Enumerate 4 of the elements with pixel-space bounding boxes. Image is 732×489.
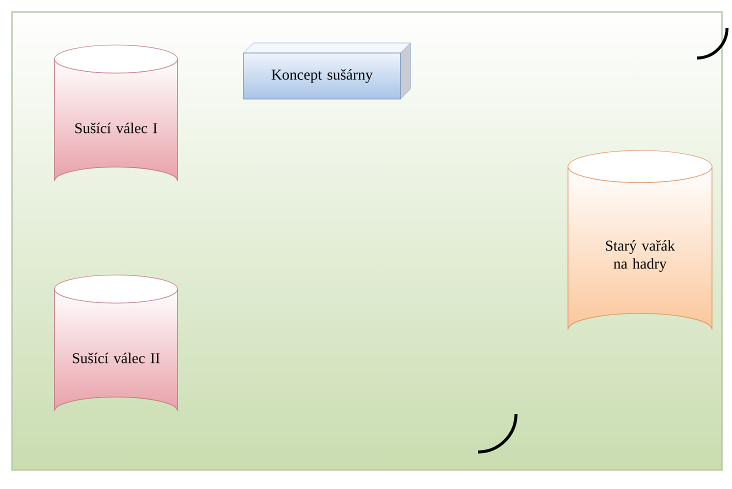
- cylinder: Sušící válec I: [54, 44, 178, 182]
- box: Koncept sušárny: [243, 42, 411, 100]
- cylinder: Sušící válec II: [54, 274, 178, 412]
- cylinder: Starý vařák na hadry: [568, 150, 712, 330]
